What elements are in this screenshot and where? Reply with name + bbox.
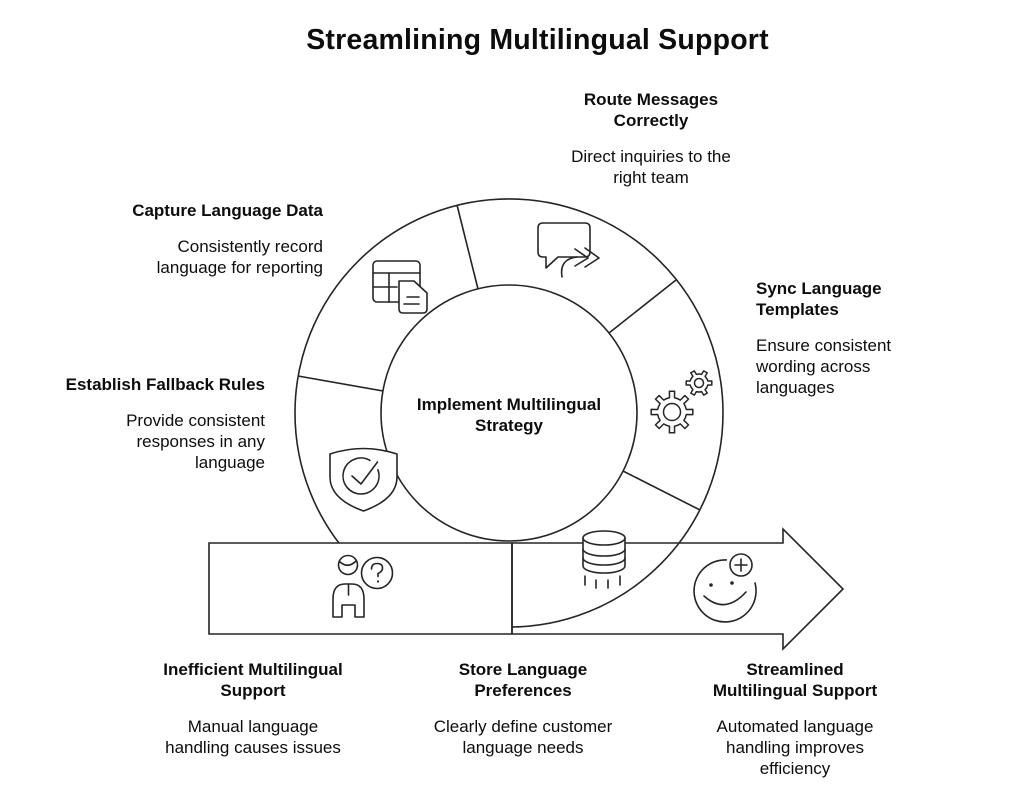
step-heading: Capture Language Data <box>132 201 323 220</box>
shield-check-icon <box>329 447 398 512</box>
step-heading: Sync Language Templates <box>756 279 882 319</box>
step-capture-language-data: Capture Language Data Consistently recor… <box>123 200 323 278</box>
chat-forward-icon <box>537 222 600 278</box>
step-sync-language-templates: Sync Language Templates Ensure consisten… <box>756 278 916 398</box>
smiley-plus-icon <box>693 550 757 623</box>
step-description: Ensure consistent wording across languag… <box>756 336 892 397</box>
step-description: Clearly define customer language needs <box>433 717 613 757</box>
database-icon <box>582 530 626 589</box>
segment-divider <box>456 204 479 290</box>
cycle-center-label: Implement Multilingual Strategy <box>416 395 602 435</box>
step-description: Consistently record language for reporti… <box>156 237 323 277</box>
step-route-messages: Route Messages Correctly Direct inquirie… <box>556 89 746 188</box>
page-title: Streamlining Multilingual Support <box>306 24 769 56</box>
step-description: Provide consistent responses in any lang… <box>126 411 265 472</box>
step-streamlined-multilingual-support: Streamlined Multilingual Support Automat… <box>685 659 905 779</box>
segment-divider <box>608 279 677 334</box>
step-description: Manual language handling causes issues <box>165 717 341 757</box>
step-heading: Establish Fallback Rules <box>65 375 265 394</box>
step-description: Automated language handling improves eff… <box>716 717 874 778</box>
segment-divider <box>622 470 701 511</box>
step-heading: Route Messages Correctly <box>583 90 719 130</box>
arrow-right-section <box>511 527 845 651</box>
step-description: Direct inquiries to the right team <box>571 147 731 187</box>
table-document-icon <box>372 260 428 314</box>
person-question-icon <box>332 554 394 618</box>
step-establish-fallback-rules: Establish Fallback Rules Provide consist… <box>50 374 265 473</box>
step-heading: Inefficient Multilingual Support <box>163 660 343 700</box>
step-heading: Streamlined Multilingual Support <box>712 660 878 700</box>
step-inefficient-multilingual-support: Inefficient Multilingual Support Manual … <box>143 659 363 758</box>
segment-divider <box>297 375 384 392</box>
step-store-language-preferences: Store Language Preferences Clearly defin… <box>413 659 633 758</box>
gears-icon <box>650 370 713 434</box>
step-heading: Store Language Preferences <box>458 660 588 700</box>
